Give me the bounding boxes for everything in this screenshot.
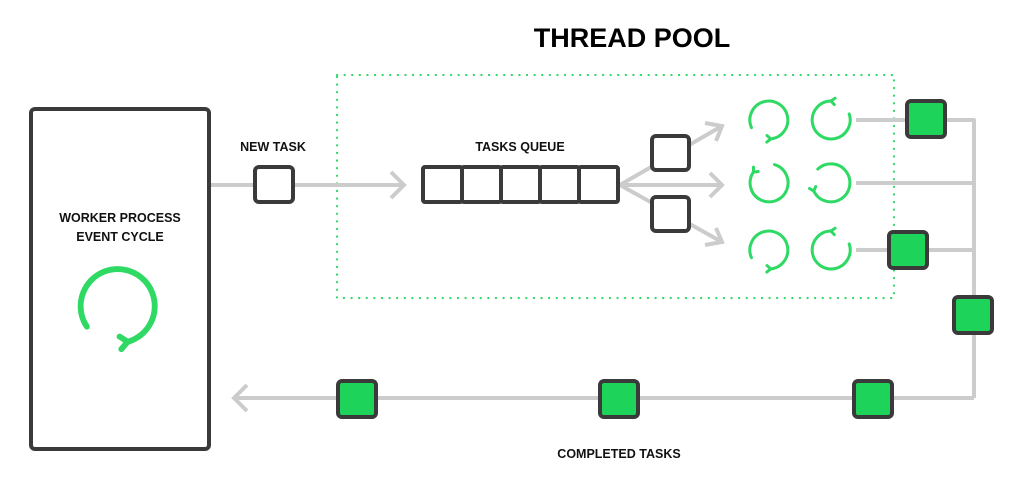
completed-task-boxes [336,99,994,419]
new-task-arrowhead [389,170,407,200]
thread-cycle-icon [804,221,859,277]
dispatch-arrowhead-top [704,121,725,142]
completed-task-box [852,379,894,419]
thread-cycle-icon [742,94,795,149]
completed-tasks-label: COMPLETED TASKS [557,447,680,461]
completed-task-box [336,379,378,419]
new-task-label: NEW TASK [240,140,306,154]
thread-cycle-icon [804,91,859,147]
flow-lines [209,118,976,413]
completed-task-box [887,230,929,270]
dispatched-task-box [650,195,691,233]
worker-process-box [29,107,211,451]
event-cycle-label: EVENT CYCLE [76,230,164,244]
tasks-queue-label: TASKS QUEUE [475,140,564,154]
thread-cycle-icons [740,91,859,279]
queue-slot [577,165,620,204]
queue-slot [421,165,464,204]
completed-task-box [905,99,947,139]
new-task-box [253,165,295,204]
thread-cycle-icon [740,153,797,211]
completed-task-box [952,295,994,335]
completed-tasks-arrowhead [231,383,249,413]
thread-cycle-icon [808,162,852,204]
dispatched-task-box [650,134,691,172]
thread-pool-boundary [335,73,896,300]
worker-process-label: WORKER PROCESS [59,211,181,225]
tasks-queue [421,165,620,204]
dispatch-arrowhead-middle [708,171,725,199]
queue-slot [538,165,581,204]
thread-cycle-icon [742,224,795,279]
diagram-title: THREAD POOL [534,23,731,53]
dispatch-arrowhead-bottom [704,227,725,247]
completed-task-box [598,379,640,419]
queue-slot [460,165,503,204]
queue-slot [499,165,542,204]
